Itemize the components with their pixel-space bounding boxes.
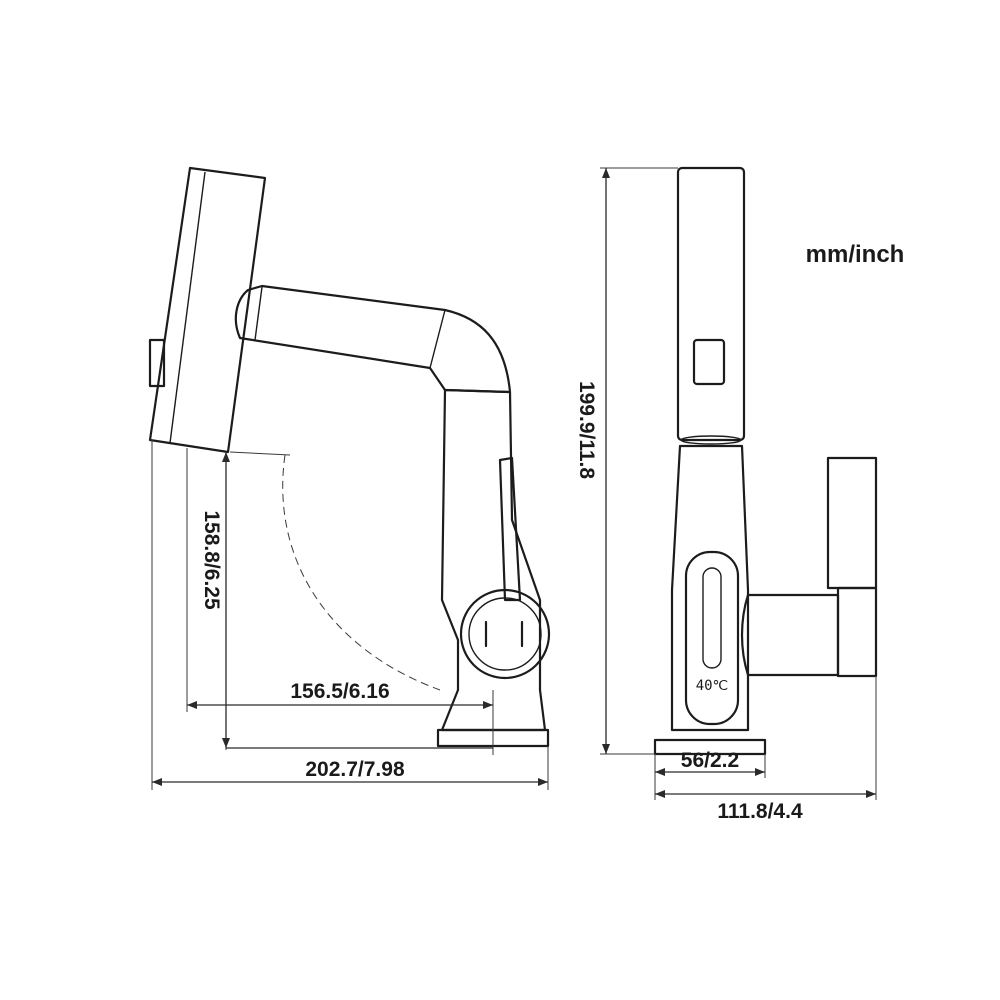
spout-bend-seam xyxy=(429,309,446,369)
front-body xyxy=(670,444,750,732)
display-bar xyxy=(702,567,722,669)
front-spray-button xyxy=(692,338,726,386)
spray-head-face xyxy=(169,171,206,444)
spout-arm xyxy=(234,284,512,394)
handle-disc xyxy=(459,588,551,680)
handle-connector xyxy=(740,593,840,677)
dim-base-width: 56/2.2 xyxy=(681,749,739,772)
front-handle-base xyxy=(836,586,878,678)
units-label: mm/inch xyxy=(806,241,905,268)
temperature-readout: 40℃ xyxy=(696,678,729,694)
faucet-body xyxy=(440,388,547,732)
spray-head xyxy=(148,166,267,454)
spray-button xyxy=(148,338,166,388)
handle-disc-inner xyxy=(468,597,542,671)
dim-overall-width: 111.8/4.4 xyxy=(717,800,803,823)
spout-joint xyxy=(254,286,263,341)
front-base-plate xyxy=(653,738,767,756)
swing-arc xyxy=(282,454,441,691)
handle-lever xyxy=(498,456,522,602)
front-handle xyxy=(826,456,878,590)
dim-total-height: 199.9/11.8 xyxy=(575,381,598,479)
front-view: 40℃ xyxy=(653,166,878,756)
front-view-dimensions xyxy=(600,167,877,800)
temperature-display xyxy=(684,550,740,726)
dim-reach-spout: 156.5/6.16 xyxy=(290,680,389,703)
side-view xyxy=(148,166,551,748)
spray-nozzle xyxy=(680,435,742,445)
side-view-dimensions xyxy=(151,440,549,790)
dim-spout-clearance: 158.8/6.25 xyxy=(200,510,223,610)
dim-overall-depth: 202.7/7.98 xyxy=(305,758,405,781)
front-spray-head xyxy=(676,166,746,442)
